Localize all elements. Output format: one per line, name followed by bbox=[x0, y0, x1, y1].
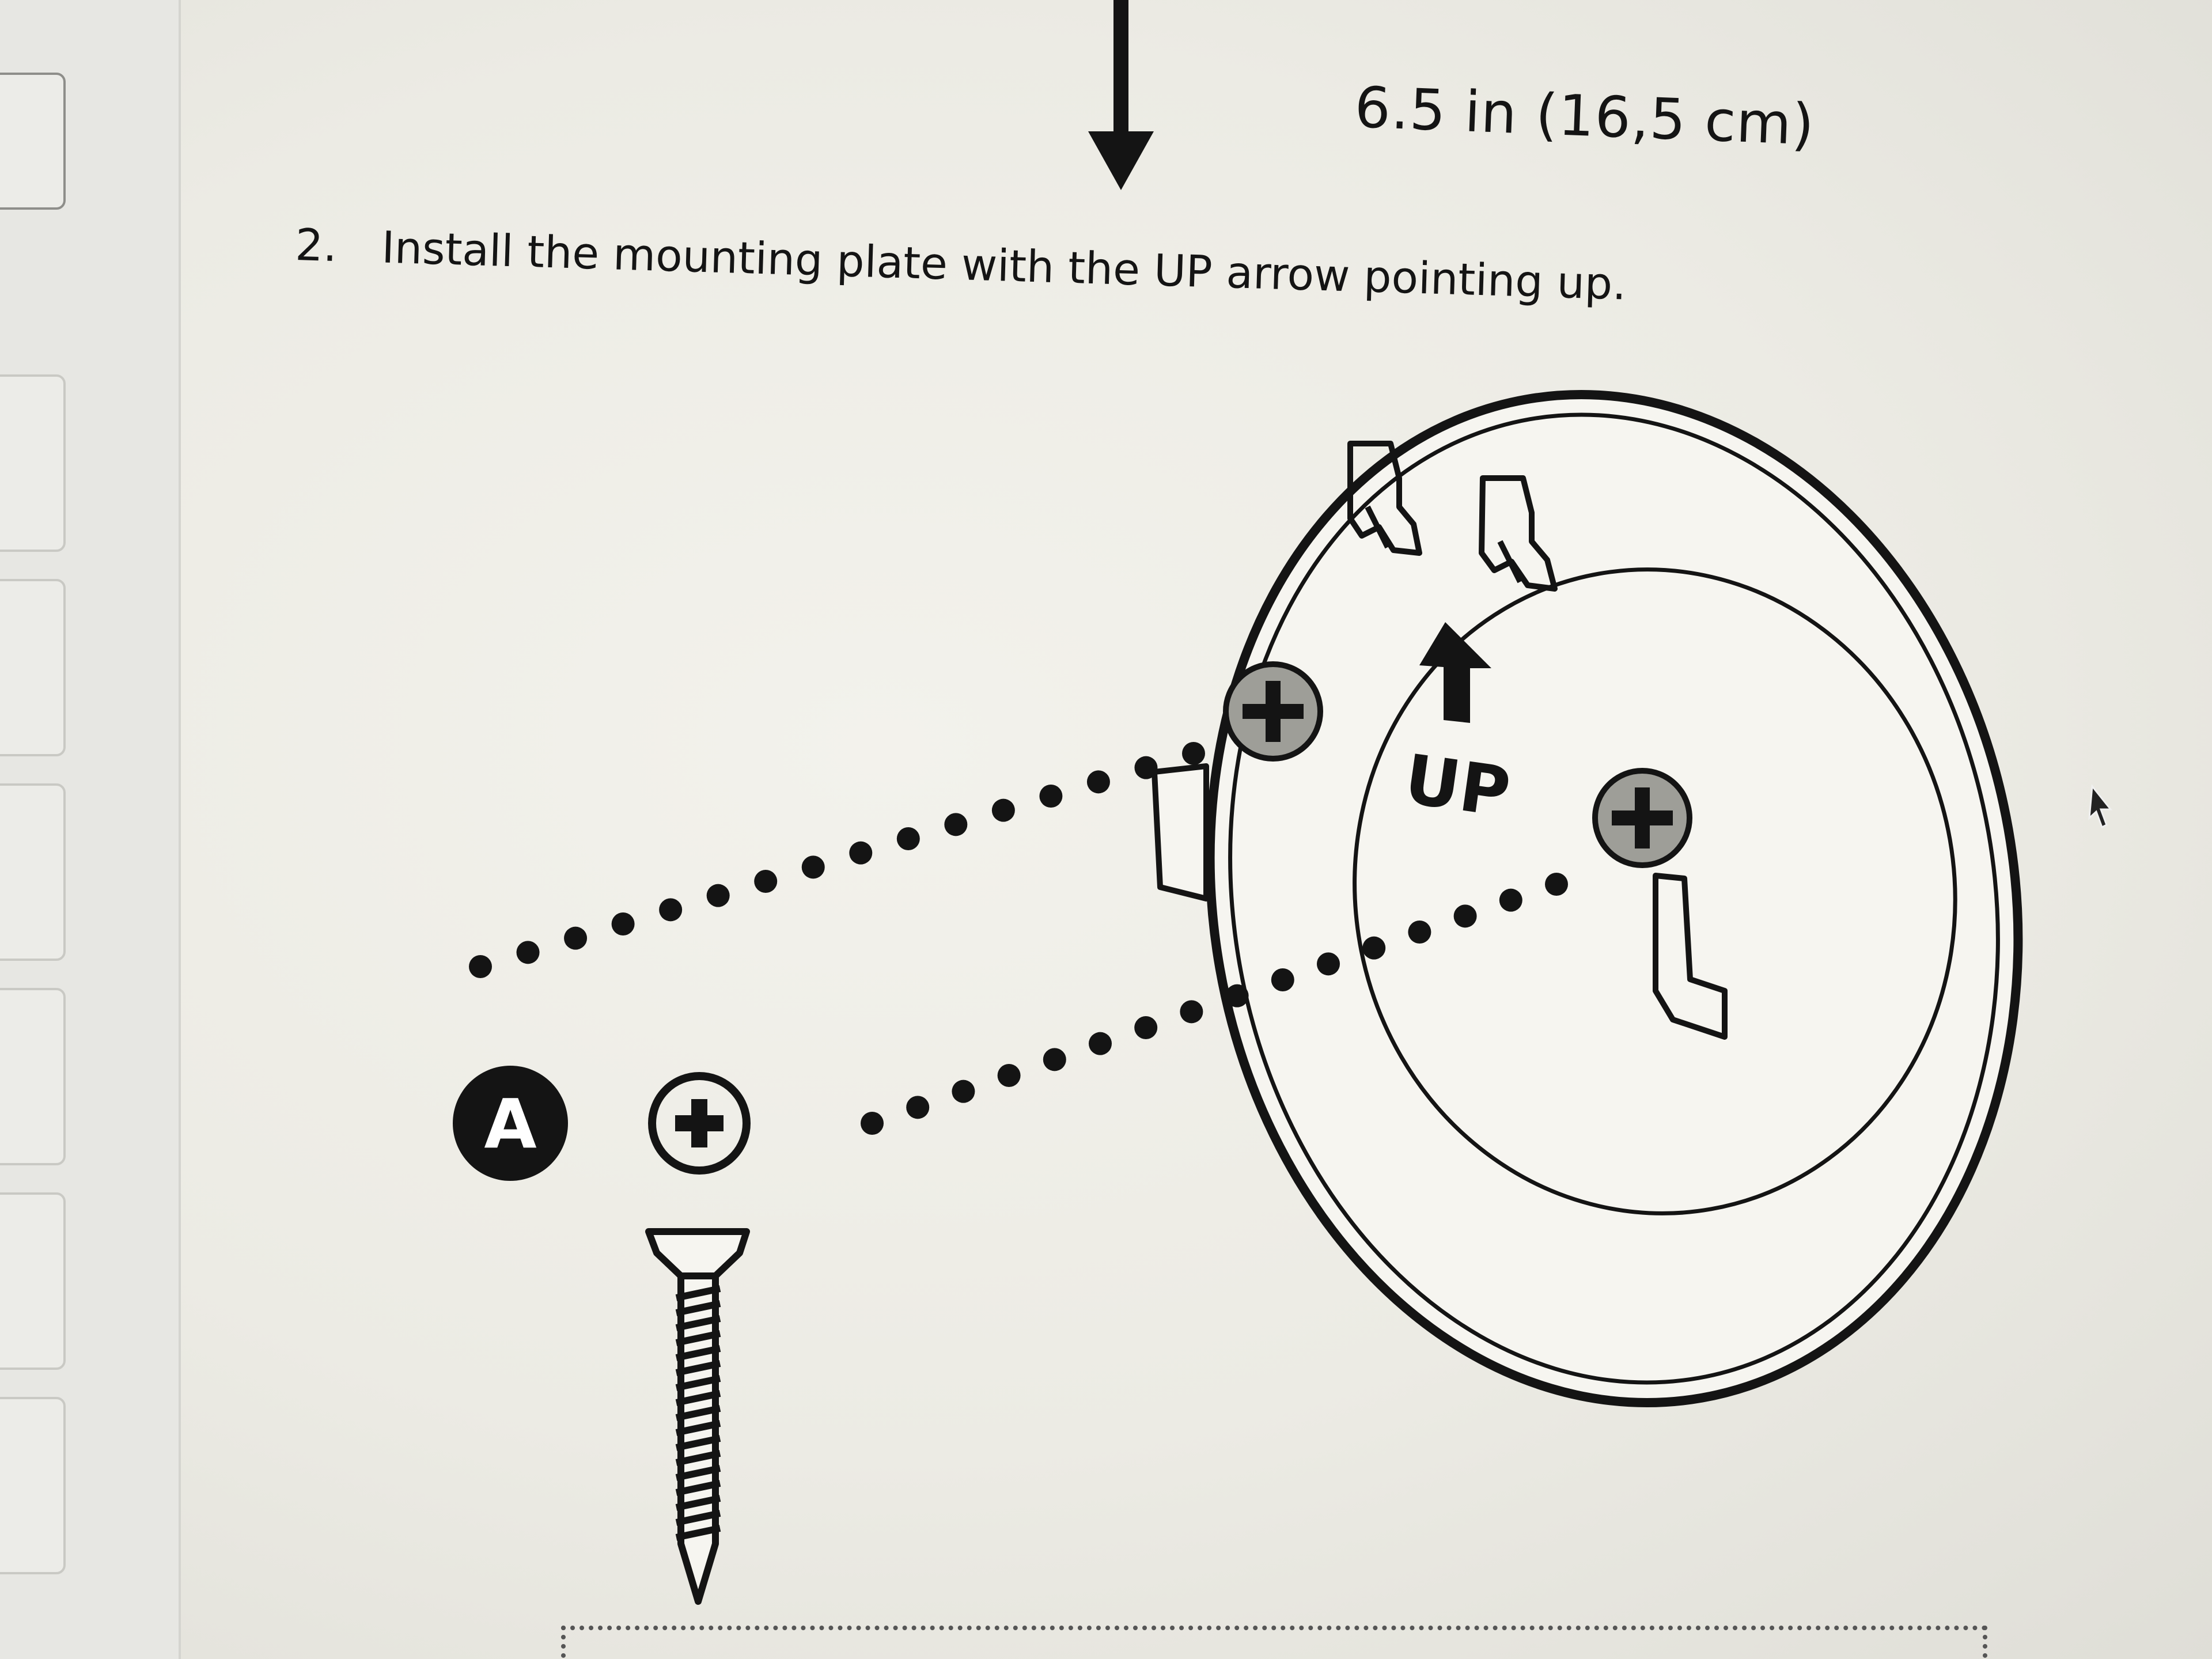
mouse-cursor-icon bbox=[2088, 784, 2113, 829]
page-thumbnail-current[interactable] bbox=[0, 73, 66, 210]
screw-thread bbox=[675, 1510, 721, 1526]
guide-dot bbox=[997, 1064, 1021, 1087]
guide-dot bbox=[659, 898, 683, 922]
screw-thread bbox=[675, 1450, 721, 1466]
guide-dot bbox=[1362, 936, 1386, 960]
screw-head-icon bbox=[1592, 768, 1692, 868]
guide-dot bbox=[1180, 1000, 1203, 1024]
guide-dot bbox=[564, 926, 588, 950]
up-label: UP bbox=[1400, 739, 1515, 832]
page-thumbnail[interactable] bbox=[0, 374, 66, 552]
guide-dot bbox=[1039, 785, 1063, 808]
guide-dot bbox=[1317, 952, 1340, 976]
mounting-plate-icon bbox=[1205, 390, 2023, 1407]
guide-dot bbox=[1545, 873, 1568, 896]
part-badge-letter: A bbox=[484, 1084, 536, 1164]
screw-thread bbox=[675, 1360, 721, 1376]
guide-dot bbox=[706, 884, 730, 907]
guide-dot bbox=[861, 1112, 884, 1135]
guide-dot bbox=[611, 912, 635, 935]
page-thumbnail[interactable] bbox=[0, 783, 66, 961]
guide-dot bbox=[1089, 1032, 1112, 1055]
side-clip-icon bbox=[1152, 763, 1728, 1040]
phillips-drive-icon bbox=[648, 1072, 751, 1175]
wood-screw-icon bbox=[645, 1228, 750, 1605]
guide-dot bbox=[906, 1096, 930, 1119]
guide-dot bbox=[896, 827, 920, 850]
step-number: 2. bbox=[294, 219, 338, 272]
page-thumbnail[interactable] bbox=[0, 1397, 66, 1574]
mounting-hook-icon bbox=[1479, 475, 1558, 592]
guide-dot bbox=[1408, 921, 1431, 944]
part-badge: A bbox=[453, 1066, 568, 1181]
dotted-callout-box bbox=[561, 1626, 1987, 1659]
screw-thread bbox=[675, 1465, 721, 1481]
screw-thread bbox=[675, 1390, 721, 1406]
screw-thread bbox=[675, 1300, 721, 1316]
screw-head-icon bbox=[1223, 661, 1323, 762]
guide-dot bbox=[849, 841, 873, 865]
page-thumbnail[interactable] bbox=[0, 1192, 66, 1370]
guide-dot bbox=[469, 955, 492, 978]
guide-dot bbox=[1225, 984, 1249, 1007]
guide-dot bbox=[1453, 904, 1477, 928]
screw-thread bbox=[675, 1525, 721, 1541]
screw-thread bbox=[675, 1405, 721, 1421]
up-arrow-icon: UP bbox=[1400, 622, 1515, 832]
screw-thread bbox=[675, 1495, 721, 1511]
screw-thread bbox=[675, 1345, 721, 1361]
guide-dot bbox=[1499, 888, 1522, 912]
guide-dot bbox=[952, 1080, 975, 1103]
screw-thread bbox=[675, 1420, 721, 1436]
thumbnail-sidebar bbox=[0, 0, 181, 1659]
screw-thread bbox=[675, 1375, 721, 1391]
guide-dot bbox=[1043, 1048, 1066, 1071]
dotted-guide-lines bbox=[469, 742, 1568, 1135]
guide-dot bbox=[1134, 1016, 1158, 1039]
page-thumbnail[interactable] bbox=[0, 579, 66, 756]
screw-thread bbox=[675, 1315, 721, 1331]
document-page: UP A bbox=[181, 0, 2212, 1659]
mounting-hook-icon bbox=[1347, 441, 1422, 556]
guide-dot bbox=[1271, 968, 1294, 991]
screw-thread bbox=[675, 1480, 721, 1496]
guide-dot bbox=[801, 855, 825, 879]
guide-dot bbox=[1134, 756, 1158, 779]
guide-dot bbox=[944, 813, 968, 836]
screw-thread bbox=[675, 1285, 721, 1301]
dimension-arrow-icon bbox=[1088, 0, 1154, 190]
guide-dot bbox=[754, 870, 778, 893]
screw-thread bbox=[675, 1435, 721, 1451]
guide-dot bbox=[516, 941, 540, 964]
mounting-illustration: UP A bbox=[453, 0, 2113, 1605]
screw-thread bbox=[675, 1330, 721, 1346]
guide-dot bbox=[991, 798, 1015, 822]
guide-dot bbox=[1182, 742, 1205, 765]
page-thumbnail[interactable] bbox=[0, 988, 66, 1165]
guide-dot bbox=[1086, 770, 1110, 794]
